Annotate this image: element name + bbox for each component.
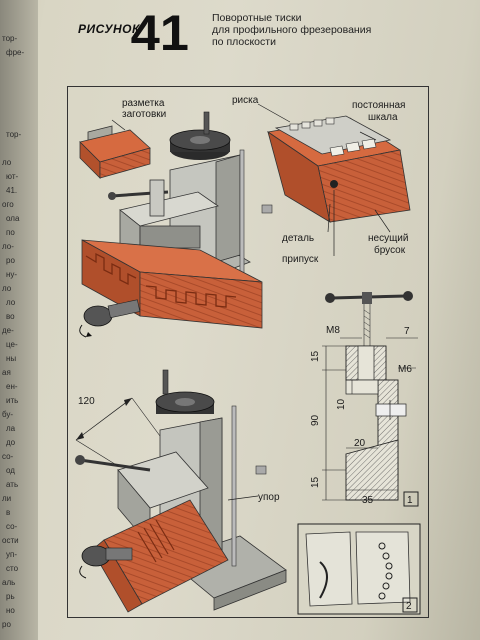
left-page-fragment: бу-: [2, 410, 14, 419]
dim-15-bottom: 15: [310, 476, 321, 488]
left-page-fragment: ого: [2, 200, 14, 209]
fig2-box: [402, 597, 418, 613]
stop-leader: [227, 495, 259, 501]
callout-scribe: риска: [232, 95, 259, 106]
left-page-fragment: ли: [2, 494, 12, 503]
callout-stop: упор: [258, 492, 280, 503]
part-leader: [327, 203, 331, 233]
left-page-fragment: од: [6, 466, 15, 475]
fig1-number: 1: [407, 495, 413, 506]
callout-allowance: припуск: [282, 254, 319, 265]
dim-m6: М6: [398, 364, 412, 375]
callout-bar-2: брусок: [374, 244, 406, 256]
left-page-fragment: фре-: [6, 48, 25, 57]
title-line-3: по плоскости: [212, 36, 276, 48]
left-page-fragment: ну-: [6, 270, 18, 279]
left-page-fragment: 41.: [6, 186, 18, 195]
callout-scale-2: шкала: [368, 112, 398, 123]
left-page-fragment: ен-: [6, 382, 18, 391]
dim-15-top: 15: [310, 350, 321, 362]
left-page-fragment: но: [6, 606, 15, 615]
left-page-fragment: де-: [2, 326, 14, 335]
figure-number: 41: [130, 5, 190, 61]
dimension-drawing: [322, 291, 418, 501]
scale-leader: [359, 131, 377, 141]
upper-vise-illustration: [79, 111, 273, 338]
callout-scale-1: постоянная: [352, 100, 405, 111]
left-page-fragment: рь: [6, 592, 15, 601]
dim-10: 10: [336, 398, 347, 410]
left-page-fragment: ло-: [2, 242, 14, 251]
bar-with-scale-illustration: [266, 115, 411, 223]
left-page-fragment: ро: [2, 620, 11, 629]
left-page-fragment: во: [6, 312, 15, 321]
left-page-fragment: до: [6, 438, 16, 447]
left-page-fragment: ать: [6, 480, 19, 489]
left-page-fragment: ют-: [6, 172, 19, 181]
left-page-fragment: со-: [6, 522, 18, 531]
left-page-fragment: сто: [6, 564, 19, 573]
left-page-fragment: ны: [6, 354, 17, 363]
marking-workpiece-illustration: [79, 125, 151, 179]
left-page-fragment: ро: [6, 256, 15, 265]
figure-label: РИСУНОК: [78, 22, 140, 36]
lower-vise-illustration: [75, 369, 287, 613]
marking-leader: [111, 119, 126, 131]
dim-35: 35: [362, 495, 374, 506]
left-page-fragment: ла: [6, 424, 16, 433]
dim-90: 90: [310, 414, 321, 426]
callout-angle: 120: [78, 396, 95, 407]
left-page-fragment: тор-: [2, 34, 18, 43]
title-line-2: для профильного фрезерования: [212, 24, 372, 36]
fig1-box: [403, 491, 419, 507]
left-page-fragment: аль: [2, 578, 16, 587]
left-page-fragment: уп-: [6, 550, 17, 559]
left-page-fragment: со-: [2, 452, 14, 461]
dim-7: 7: [404, 326, 410, 337]
fig2-template-illustration: [297, 523, 421, 615]
callout-part: деталь: [282, 233, 314, 244]
left-page-fragment: ости: [2, 536, 19, 545]
dim-m8: М8: [326, 325, 340, 336]
left-page-fragment: ло: [2, 284, 12, 293]
left-page-fragment: це-: [6, 340, 18, 349]
left-page-fragment: ло: [6, 298, 16, 307]
left-page-fragment: в: [6, 508, 11, 517]
left-page-fragment: ола: [6, 214, 20, 223]
callout-bar-1: несущий: [368, 233, 408, 244]
bar-leader: [374, 209, 391, 233]
figure-frame: [67, 86, 429, 618]
scribe-leader: [257, 103, 291, 123]
left-page-fragment: ая: [2, 368, 11, 377]
figure-title: Поворотные тиски для профильного фрезеро…: [212, 12, 371, 48]
title-line-1: Поворотные тиски: [212, 12, 302, 24]
fig2-number: 2: [406, 601, 412, 612]
callout-marking-1: разметка: [122, 98, 165, 109]
left-page-fragment: ло: [2, 158, 12, 167]
dim-20: 20: [354, 438, 366, 449]
left-page-edge: тор-фре-тор-ло ют- 41. ого ола по ло-ро ну-ло ло…: [0, 0, 38, 640]
left-page-fragment: тор-: [6, 130, 22, 139]
left-page-fragment: ить: [6, 396, 19, 405]
left-page-fragment: по: [6, 228, 15, 237]
callout-marking-2: заготовки: [122, 109, 166, 120]
